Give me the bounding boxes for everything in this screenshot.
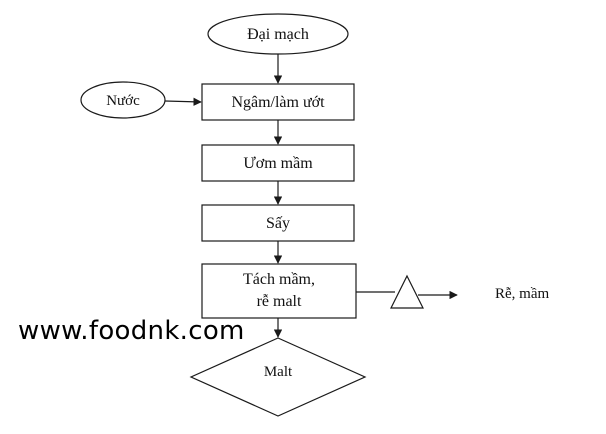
byproduct-label-roots: Rễ, mầm: [495, 286, 549, 302]
output-node-malt: Malt: [189, 337, 367, 417]
byproduct-separator-triangle: [390, 274, 424, 309]
watermark-text: www.foodnk.com: [18, 316, 245, 346]
process-step-soak-label: Ngâm/làm ướt: [231, 94, 325, 111]
process-step-dry: Sấy: [201, 204, 355, 242]
process-step-germinate-label: Ươm mầm: [243, 155, 313, 172]
connector-water-to-soak: [164, 97, 202, 106]
process-step-soak: Ngâm/làm ướt: [201, 83, 355, 121]
process-step-dry-label: Sấy: [266, 215, 290, 232]
start-node-barley-label: Đại mạch: [247, 26, 309, 43]
start-node-barley: Đại mạch: [207, 13, 349, 55]
output-node-malt-label: Malt: [264, 364, 293, 380]
input-node-water: Nước: [80, 81, 166, 119]
input-node-water-label: Nước: [106, 93, 140, 109]
process-step-separate: Tách mầm, rễ malt: [201, 263, 357, 319]
process-step-separate-label-line1: Tách mầm,: [243, 271, 315, 288]
process-step-separate-label-line2: rễ malt: [257, 293, 302, 310]
process-step-germinate: Ươm mầm: [201, 144, 355, 182]
